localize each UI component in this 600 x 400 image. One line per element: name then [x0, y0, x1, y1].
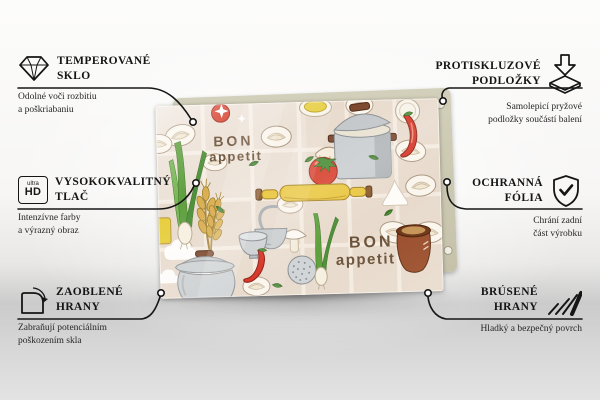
glass-reflection [155, 98, 444, 299]
shield-check-icon [550, 174, 582, 208]
board-pattern: BON appetit BON appetit [155, 98, 444, 299]
feature-description: Hladký a bezpečný povrch [480, 324, 582, 334]
rounded-corner-icon [18, 285, 49, 315]
hatch-lines-icon [545, 284, 582, 316]
arrow-onto-pad-icon [548, 53, 582, 94]
glass-board: BON appetit BON appetit [155, 98, 444, 299]
anti-slip-pad [443, 245, 453, 256]
diamond-icon [18, 55, 50, 82]
